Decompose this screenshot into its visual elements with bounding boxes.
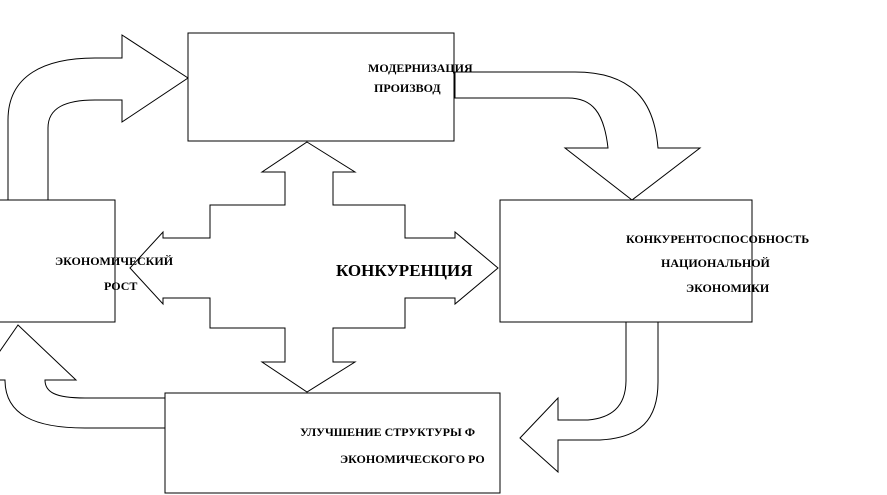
competitiveness-label-line1: КОНКУРЕНТОСПОСОБНОСТЬ <box>626 232 809 246</box>
modernization-label-line1: МОДЕРНИЗАЦИЯ <box>368 61 473 75</box>
growth-label-line1: ЭКОНОМИЧЕСКИЙ <box>55 254 174 268</box>
modernization-label-line2: ПРОИЗВОД <box>374 81 441 95</box>
growth-label-line2: РОСТ <box>104 279 137 293</box>
arrow-modernization-to-competitiveness <box>454 71 702 201</box>
box-improvement <box>164 392 501 494</box>
center-label-competition: КОНКУРЕНЦИЯ <box>336 261 472 280</box>
box-modernization <box>187 32 455 142</box>
arrow-growth-to-modernization <box>7 34 189 201</box>
improvement-label-line1: УЛУЧШЕНИЕ СТРУКТУРЫ Ф <box>300 425 475 439</box>
improvement-label-line2: ЭКОНОМИЧЕСКОГО РО <box>340 452 485 466</box>
box-growth <box>0 199 116 323</box>
competitiveness-label-line3: ЭКОНОМИКИ <box>686 281 770 295</box>
box-competitiveness <box>499 199 753 323</box>
arrow-competitiveness-to-improvement <box>519 321 659 474</box>
central-cross-arrow <box>129 141 499 393</box>
arrow-improvement-to-growth <box>0 324 166 429</box>
competitiveness-label-line2: НАЦИОНАЛЬНОЙ <box>661 256 771 270</box>
